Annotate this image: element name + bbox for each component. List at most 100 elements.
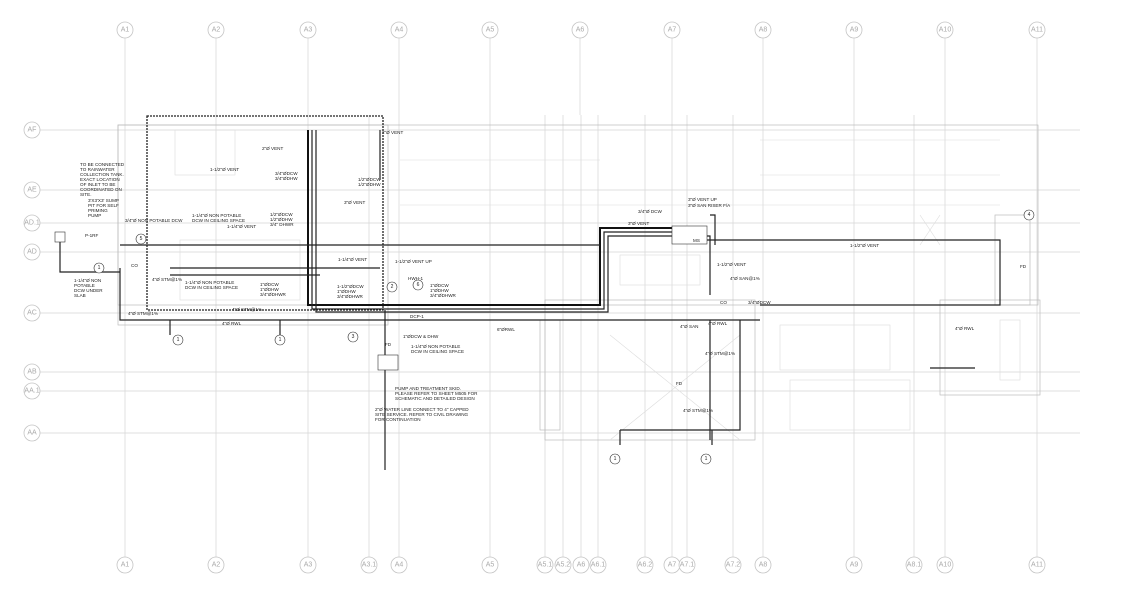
grid-bubble-row: AA.1 [23, 382, 41, 400]
svg-text:1-1/2"Ø VENT: 1-1/2"Ø VENT [210, 167, 239, 172]
grid-bubble-label: A10 [939, 27, 952, 34]
svg-text:3/4"ØDHWR: 3/4"ØDHWR [337, 294, 364, 299]
grid-bubble-label: A3.1 [362, 562, 377, 569]
grid-bubble-circle [23, 424, 41, 442]
svg-text:TO RAINWATER: TO RAINWATER [80, 167, 115, 172]
grid-bubble-label: A7 [668, 27, 677, 34]
grid-bubble-circle [905, 556, 923, 574]
svg-text:EXACT LOCATION: EXACT LOCATION [80, 177, 120, 182]
grid-bubble-label: A8.1 [907, 562, 922, 569]
svg-text:3/4"ØDCW: 3/4"ØDCW [748, 300, 771, 305]
svg-text:PUMP: PUMP [88, 213, 101, 218]
svg-text:3"Ø VENT: 3"Ø VENT [628, 221, 649, 226]
svg-text:3/4"Ø NON POTABLE DCW: 3/4"Ø NON POTABLE DCW [125, 218, 183, 223]
svg-text:CO: CO [131, 263, 138, 268]
svg-text:FD: FD [676, 381, 683, 386]
svg-text:4"Ø STM@1%: 4"Ø STM@1% [152, 277, 182, 282]
svg-text:4"Ø SAN: 4"Ø SAN [680, 324, 698, 329]
note-water-line: 2"Ø WATER LINE CONNECT TO 4" CAPPED SITE… [375, 407, 469, 422]
grid-bubble-bottom: A7.1 [678, 556, 696, 574]
svg-text:3/4"ØDHW: 3/4"ØDHW [275, 176, 298, 181]
grid-bubble-label: A2 [212, 562, 221, 569]
grid-bubble-circle [663, 21, 681, 39]
grid-bubble-top: A8 [754, 21, 772, 39]
note-sump: 3'X3'X3' SUMP PIT FOR SELF PRIMING PUMP [88, 198, 119, 218]
svg-text:2: 2 [391, 284, 394, 290]
svg-text:PIT FOR SELF: PIT FOR SELF [88, 203, 119, 208]
svg-text:3/4"ØDHWR: 3/4"ØDHWR [260, 292, 287, 297]
grid-bubble-label: A7.2 [726, 562, 741, 569]
svg-text:3"Ø VENT UP: 3"Ø VENT UP [688, 197, 717, 202]
svg-text:1-1/2"Ø VENT UP: 1-1/2"Ø VENT UP [395, 259, 432, 264]
grid-bubble-row: AD.1 [23, 214, 41, 232]
grid-bubble-label: A8 [759, 562, 768, 569]
grid-bubble-bottom: A7.2 [724, 556, 742, 574]
grid-bubble-top: A4 [390, 21, 408, 39]
mop-sink [671, 225, 708, 245]
svg-text:4"Ø RWL: 4"Ø RWL [708, 321, 728, 326]
grid-bubble-label: AD.1 [24, 220, 40, 227]
grid-bubble-label: A9 [850, 562, 859, 569]
svg-text:1"ØDCW: 1"ØDCW [260, 282, 279, 287]
grid-bubble-circle [207, 556, 225, 574]
grid-bubble-row: AF [23, 121, 41, 139]
svg-text:4"Ø STM@1%: 4"Ø STM@1% [232, 307, 262, 312]
grid-bubble-circle [481, 556, 499, 574]
svg-text:1"ØDHW: 1"ØDHW [260, 287, 279, 292]
grid-bubble-bottom: A4 [390, 556, 408, 574]
tag-5: 5 [135, 233, 147, 245]
grid-bubble-row: AA [23, 424, 41, 442]
svg-text:FD: FD [385, 342, 392, 347]
grid-bubble-row: AD [23, 243, 41, 261]
svg-text:1/2"ØDCW: 1/2"ØDCW [270, 212, 293, 217]
svg-text:SCHEMATIC AND DETAILED DESIGN: SCHEMATIC AND DETAILED DESIGN [395, 396, 475, 401]
svg-text:1/2"ØDCW: 1/2"ØDCW [358, 177, 381, 182]
grid-bubble-bottom: A6 [572, 556, 590, 574]
svg-text:1"ØDCW: 1"ØDCW [430, 283, 449, 288]
svg-text:3/4" DHWR: 3/4" DHWR [270, 222, 294, 227]
svg-text:DCW IN CEILING SPACE: DCW IN CEILING SPACE [192, 218, 245, 223]
tag-2: 2 [386, 281, 398, 293]
svg-text:1-1/2"Ø VENT: 1-1/2"Ø VENT [850, 243, 879, 248]
svg-text:3/4"Ø DCW: 3/4"Ø DCW [638, 209, 663, 214]
svg-text:1/2"ØDHW: 1/2"ØDHW [358, 182, 381, 187]
grid-bubble-circle [554, 556, 572, 574]
grid-bubble-circle [1028, 556, 1046, 574]
grid-bubble-circle [390, 21, 408, 39]
svg-text:6"ØRWL: 6"ØRWL [497, 327, 515, 332]
grid-bubble-circle [845, 21, 863, 39]
svg-text:DCW IN CEILING SPACE: DCW IN CEILING SPACE [185, 285, 238, 290]
grid-bubble-circle [23, 121, 41, 139]
svg-text:SITE.: SITE. [80, 192, 92, 197]
svg-text:CO: CO [720, 300, 727, 305]
grid-bubble-circle [23, 304, 41, 322]
svg-text:1-1/2"ØDCW: 1-1/2"ØDCW [337, 284, 364, 289]
svg-text:SLAB: SLAB [74, 293, 86, 298]
architectural-background [117, 124, 1041, 441]
grid-bubble-bottom: A6.1 [589, 556, 607, 574]
tag-3: 3 [347, 331, 359, 343]
grid-bubble-top: A5 [481, 21, 499, 39]
grid-bubble-row: AB [23, 363, 41, 381]
grid-bubble-bottom: A8 [754, 556, 772, 574]
grid-bubble-label: AE [27, 187, 37, 194]
svg-text:1-1/4"Ø NON POTABLE: 1-1/4"Ø NON POTABLE [411, 344, 460, 349]
grid-bubble-circle [724, 556, 742, 574]
grid-bubble-label: A11 [1031, 562, 1043, 569]
grid-bubble-label: A9 [850, 27, 859, 34]
svg-text:HWH-1: HWH-1 [408, 276, 424, 281]
grid-bubble-circle [754, 556, 772, 574]
grid-bubble-circle [390, 556, 408, 574]
revision-cloud [146, 115, 384, 311]
grid-bubble-circle [23, 363, 41, 381]
grid-bubble-label: A10 [939, 562, 952, 569]
grid-bubble-circle [589, 556, 607, 574]
svg-text:3'X3'X3' SUMP: 3'X3'X3' SUMP [88, 198, 119, 203]
grid-bubble-circle [23, 243, 41, 261]
note-rainwater: TO BE CONNECTED TO RAINWATER COLLECTION … [80, 162, 125, 197]
grid-bubble-circle [1028, 21, 1046, 39]
grid-bubble-label: A1 [121, 27, 130, 34]
grid-bubble-circle [207, 21, 225, 39]
svg-text:OF INLET TO BE: OF INLET TO BE [80, 182, 116, 187]
grid-bubble-circle [23, 181, 41, 199]
